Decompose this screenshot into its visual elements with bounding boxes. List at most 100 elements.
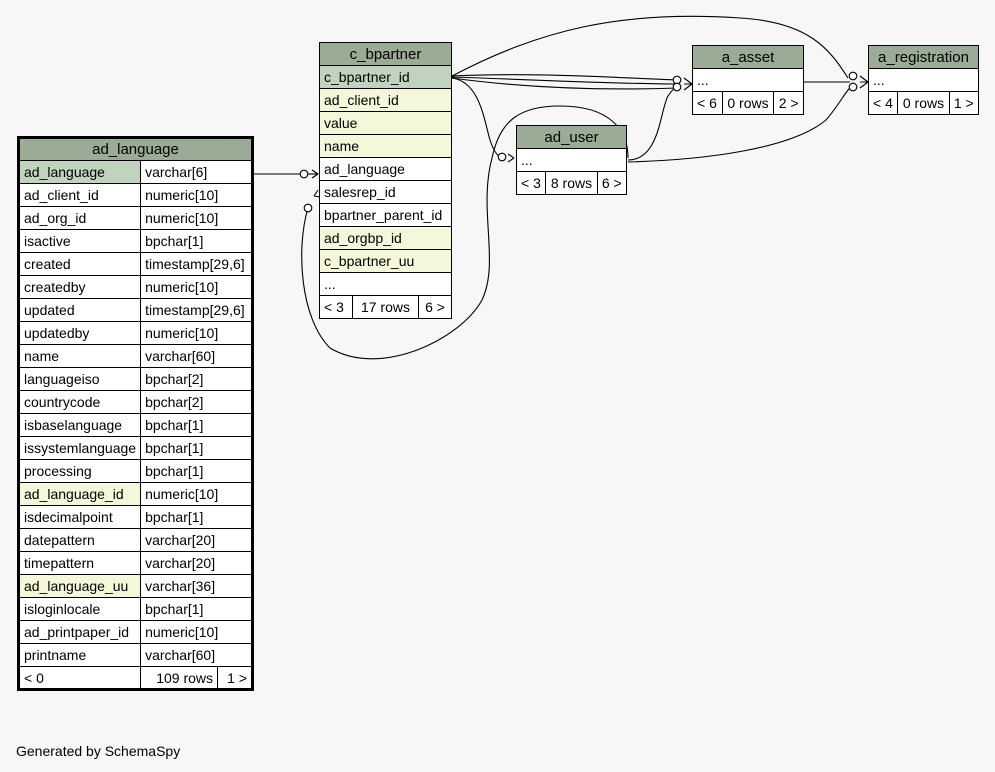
column-type: timestamp[29,6] <box>140 252 253 276</box>
column-type: numeric[10] <box>140 482 253 506</box>
table-row: bpartner_parent_id <box>319 203 452 227</box>
table-row: ... <box>692 68 804 92</box>
column-name: salesrep_id <box>319 180 452 204</box>
table-header-ad-language[interactable]: ad_language <box>18 137 253 161</box>
table-header-ad-user[interactable]: ad_user <box>516 125 627 149</box>
column-type: bpchar[1] <box>140 436 253 460</box>
column-name: ad_language_id <box>17 482 142 506</box>
column-name: ad_client_id <box>319 88 452 112</box>
table-a-registration: a_registration ... < 4 0 rows 1 > <box>867 45 980 115</box>
row-count: 0 rows <box>897 91 950 115</box>
edge-c-bpartner-to-ad-user <box>451 77 503 158</box>
column-name: isactive <box>17 229 142 253</box>
parents-link[interactable]: < 0 <box>17 666 142 690</box>
row-count: 109 rows <box>140 666 219 690</box>
children-link[interactable]: 1 > <box>217 666 253 690</box>
column-name: isdecimalpoint <box>17 505 142 529</box>
table-row: c_bpartner_id <box>319 65 452 89</box>
column-name: created <box>17 252 142 276</box>
column-name: value <box>319 111 452 135</box>
column-type: bpchar[1] <box>140 229 253 253</box>
column-name: isloginlocale <box>17 597 142 621</box>
column-name: createdby <box>17 275 142 299</box>
edge-c-bpartner-to-a-asset-2 <box>451 76 679 85</box>
table-header-c-bpartner[interactable]: c_bpartner <box>319 42 452 66</box>
edge-c-bpartner-to-a-registration <box>451 15 849 79</box>
edge-c-bpartner-to-a-asset-1 <box>451 74 679 81</box>
column-type: numeric[10] <box>140 206 253 230</box>
optional-marker <box>299 169 309 179</box>
children-link[interactable]: 1 > <box>948 91 980 115</box>
column-name: bpartner_parent_id <box>319 203 452 227</box>
column-name: updated <box>17 298 142 322</box>
column-name: ad_language <box>319 157 452 181</box>
parents-link[interactable]: < 3 <box>319 295 353 319</box>
column-type: numeric[10] <box>140 275 253 299</box>
parents-link[interactable]: < 3 <box>515 171 547 195</box>
column-name: ... <box>868 68 979 92</box>
column-type: varchar[6] <box>140 160 253 184</box>
column-type: varchar[60] <box>140 344 253 368</box>
column-name: languageiso <box>17 367 142 391</box>
column-name: name <box>319 134 452 158</box>
parents-link[interactable]: < 6 <box>692 91 723 115</box>
table-row: ad_client_id <box>319 88 452 112</box>
table-row: ad_orgbp_id <box>319 226 452 250</box>
table-header-a-asset[interactable]: a_asset <box>692 45 804 69</box>
column-type: bpchar[1] <box>140 413 253 437</box>
column-name: ... <box>319 272 452 296</box>
table-footer: < 3 8 rows 6 > <box>515 171 628 195</box>
column-name: updatedby <box>17 321 142 345</box>
column-type: bpchar[1] <box>140 597 253 621</box>
edge-ad-user-to-a-registration <box>627 85 853 163</box>
column-name: printname <box>17 643 142 667</box>
column-type: varchar[20] <box>140 551 253 575</box>
edge-c-bpartner-to-a-asset-3 <box>451 77 679 90</box>
table-footer: < 6 0 rows 2 > <box>692 91 804 115</box>
column-name: ... <box>516 148 627 172</box>
column-name: ad_printpaper_id <box>17 620 142 644</box>
column-name: datepattern <box>17 528 142 552</box>
parents-link[interactable]: < 4 <box>867 91 899 115</box>
column-name: c_bpartner_uu <box>319 249 452 273</box>
column-name: processing <box>17 459 142 483</box>
optional-marker <box>303 203 313 213</box>
column-type: bpchar[1] <box>140 459 253 483</box>
table-row: ad_language <box>319 157 452 181</box>
column-name: timepattern <box>17 551 142 575</box>
children-link[interactable]: 6 > <box>596 171 628 195</box>
column-name: name <box>17 344 142 368</box>
row-count: 0 rows <box>721 91 775 115</box>
column-name: c_bpartner_id <box>319 65 452 89</box>
table-header-a-registration[interactable]: a_registration <box>868 45 979 69</box>
table-row: ... <box>516 148 627 172</box>
table-row: name <box>319 134 452 158</box>
children-link[interactable]: 6 > <box>418 295 452 319</box>
edge-ad-user-to-a-asset <box>627 85 681 161</box>
optional-marker <box>848 82 858 92</box>
column-name: ad_org_id <box>17 206 142 230</box>
column-name: ad_orgbp_id <box>319 226 452 250</box>
optional-marker <box>497 152 507 162</box>
column-type: numeric[10] <box>140 321 253 345</box>
children-link[interactable]: 2 > <box>773 91 804 115</box>
column-name: ... <box>692 68 804 92</box>
optional-marker <box>848 71 858 81</box>
generated-by-footer: Generated by SchemaSpy <box>16 743 181 759</box>
column-type: timestamp[29,6] <box>140 298 253 322</box>
